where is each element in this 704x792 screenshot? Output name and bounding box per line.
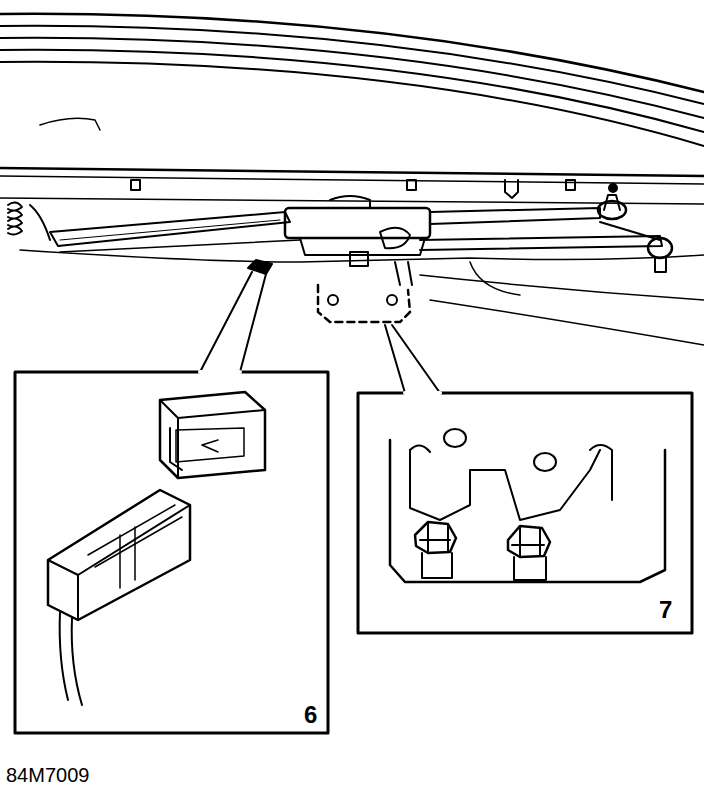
callout-number: 6: [304, 703, 317, 727]
callout-number: 7: [659, 598, 672, 622]
figure-code: 84M7009: [6, 765, 89, 785]
